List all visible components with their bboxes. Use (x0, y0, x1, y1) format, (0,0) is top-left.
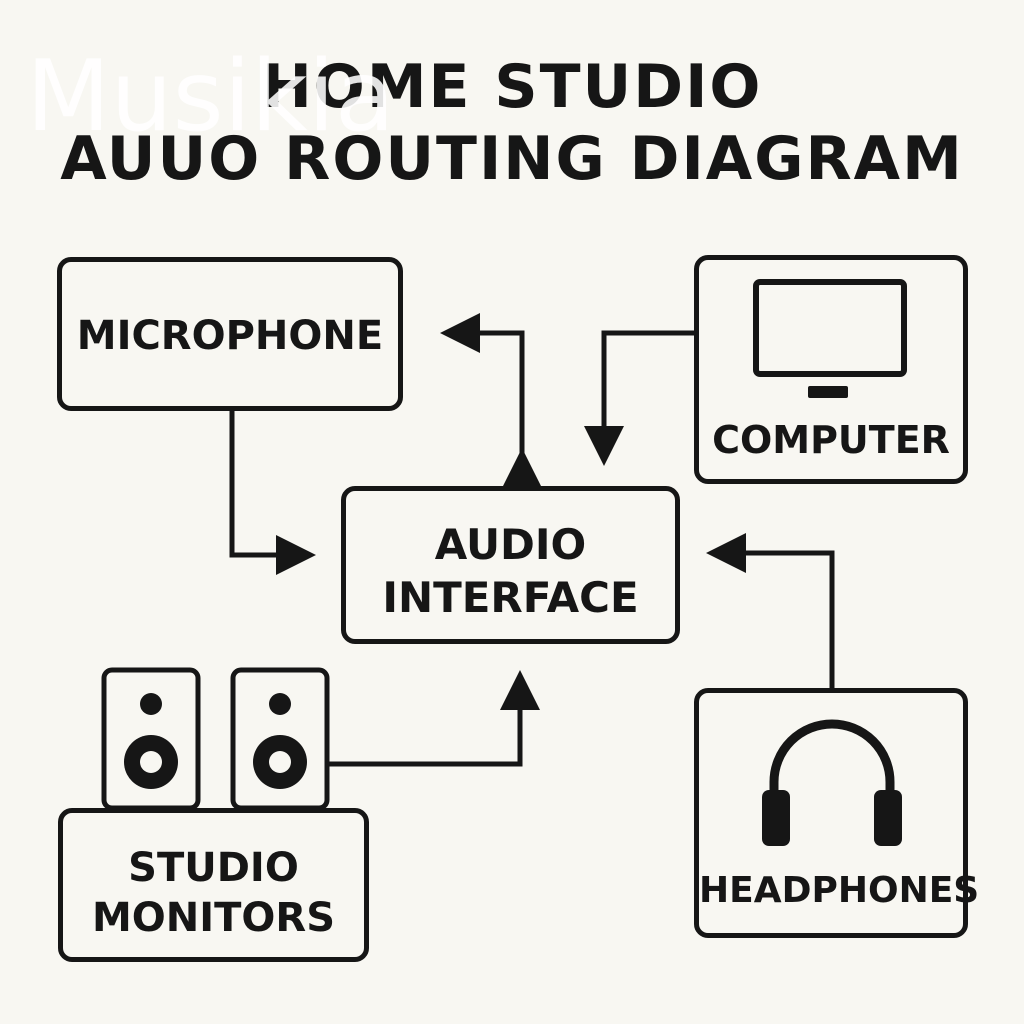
watermark-logo: Musikia (26, 40, 395, 154)
computer-monitor-icon (753, 279, 907, 398)
diagram-title-line-1: HOME STUDIO (261, 52, 763, 122)
connector-headphones-to-interface (706, 533, 835, 691)
speaker-icon (230, 667, 330, 811)
node-microphone: MICROPHONE (57, 257, 403, 411)
node-studio-monitors-label: STUDIO MONITORS (63, 843, 364, 943)
node-studio-monitors: STUDIO MONITORS (58, 808, 369, 962)
connector-computer-to-interface (584, 330, 697, 466)
node-studio-monitors-label-line-1: STUDIO (128, 845, 299, 891)
diagram-title-line-2: AUUO ROUTING DIAGRAM (60, 124, 964, 194)
node-computer-label: COMPUTER (712, 418, 950, 462)
node-audio-interface-label-line-1: AUDIO (434, 520, 587, 569)
node-studio-monitors-label-line-2: MONITORS (91, 895, 336, 941)
node-headphones-label: HEADPHONES (699, 870, 980, 911)
node-audio-interface-label: AUDIO INTERFACE (346, 519, 675, 624)
node-audio-interface-label-line-2: INTERFACE (382, 572, 639, 622)
connector-interface-microphone-bidirectional (440, 313, 542, 488)
headphones-icon (762, 719, 902, 846)
node-headphones: HEADPHONES (694, 688, 980, 938)
speaker-icon (101, 667, 201, 811)
node-audio-interface: AUDIO INTERFACE (341, 486, 680, 644)
node-computer: COMPUTER (694, 255, 968, 484)
node-microphone-label: MICROPHONE (76, 313, 384, 359)
connector-microphone-to-interface (229, 408, 316, 575)
connector-monitors-to-interface (323, 670, 540, 767)
